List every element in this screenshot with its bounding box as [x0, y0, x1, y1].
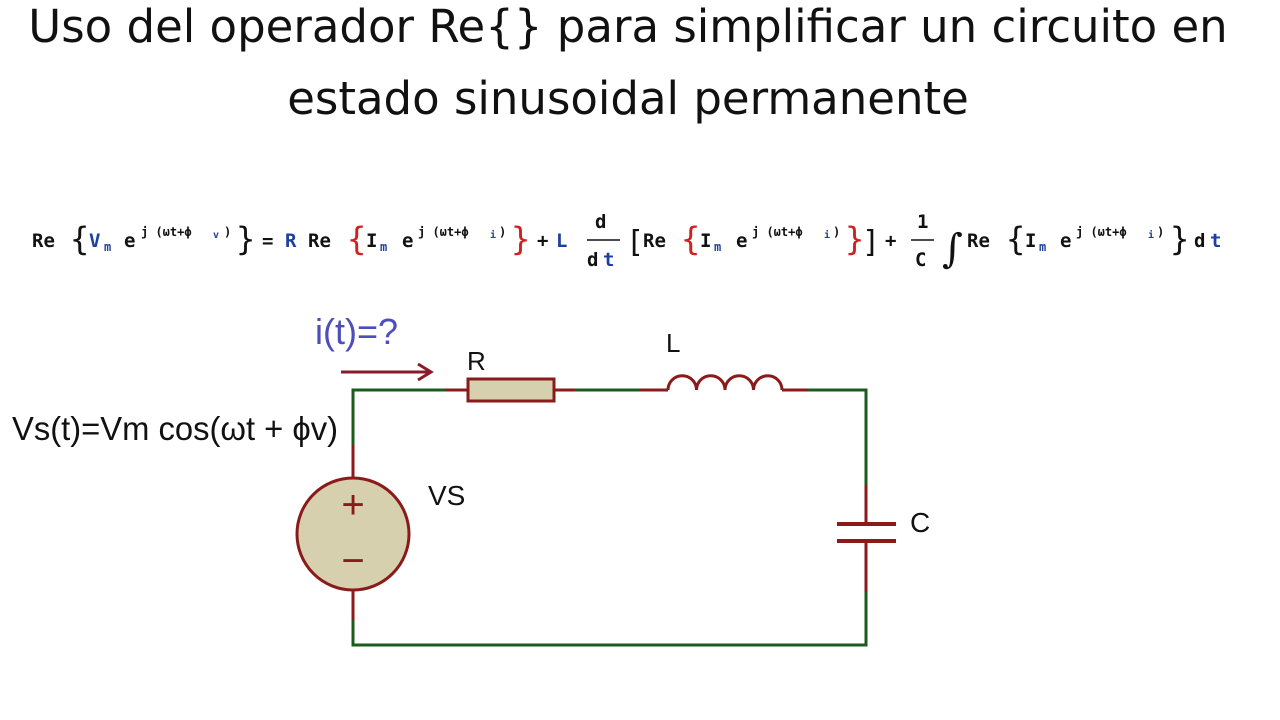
equation: Re { V m e j (ωt+ϕ v ) } = R Re { I m e …: [32, 211, 1221, 272]
eq-brace-close-1: }: [236, 220, 255, 258]
eq-exp-close-4: ): [1157, 225, 1164, 239]
title-line-1: Uso del operador Re{} para simplificar u…: [28, 0, 1228, 53]
eq-exp-close-3: ): [833, 225, 840, 239]
eq-e-1: e: [124, 230, 135, 252]
eq-vm-sub: m: [104, 240, 111, 254]
eq-re-2: Re: [308, 230, 331, 252]
circuit-diagram: + − i(t)=? R L C VS Vs(t)=Vm cos(ωt + ϕv…: [12, 311, 930, 647]
resistor: [466, 377, 556, 403]
eq-exp-v: j (ωt+ϕ: [141, 225, 192, 239]
eq-im-3: I: [1025, 230, 1036, 252]
eq-d-numerator: d: [595, 211, 606, 233]
eq-integral: ∫: [942, 226, 963, 272]
eq-brace-close-2: }: [511, 220, 530, 258]
eq-bracket-close: ]: [862, 225, 880, 260]
eq-equals: =: [262, 230, 273, 252]
eq-exp-close-1: ): [224, 225, 231, 239]
source-equation: Vs(t)=Vm cos(ωt + ϕv): [12, 410, 338, 447]
source-plus-sign: +: [341, 483, 364, 527]
eq-dt-t: t: [603, 249, 614, 271]
eq-im-sub-1: m: [380, 240, 387, 254]
eq-plus-1: +: [537, 230, 548, 252]
capacitor-label: C: [910, 507, 930, 538]
eq-re-4: Re: [967, 230, 990, 252]
eq-brace-close-3: }: [845, 220, 864, 258]
eq-exp-i-3: j (ωt+ϕ: [1076, 225, 1127, 239]
eq-brace-open-2: {: [347, 220, 366, 258]
eq-brace-open-3: {: [681, 220, 700, 258]
eq-r: R: [285, 230, 297, 252]
eq-bracket-open: [: [626, 225, 644, 260]
eq-brace-open-1: {: [70, 220, 89, 258]
eq-brace-open-4: {: [1006, 220, 1025, 258]
current-arrow: [341, 362, 434, 382]
eq-exp-i-sub-3: i: [1148, 229, 1154, 241]
eq-dt-final-d: d: [1194, 230, 1205, 252]
eq-re-3: Re: [643, 230, 666, 252]
eq-e-2: e: [402, 230, 413, 252]
eq-vm: V: [89, 230, 100, 252]
title-line-2: estado sinusoidal permanente: [287, 72, 969, 125]
eq-exp-i-sub-1: i: [490, 229, 496, 241]
eq-e-3: e: [736, 230, 747, 252]
eq-exp-v-sub: v: [213, 230, 219, 241]
source-minus-sign: −: [341, 539, 364, 583]
eq-re-1: Re: [32, 230, 55, 252]
eq-e-4: e: [1060, 230, 1071, 252]
voltage-source: [295, 476, 411, 592]
eq-im-sub-2: m: [714, 240, 721, 254]
eq-im-1: I: [366, 230, 377, 252]
eq-im-2: I: [700, 230, 711, 252]
inductor: [666, 374, 784, 391]
eq-exp-i-2: j (ωt+ϕ: [752, 225, 803, 239]
eq-exp-close-2: ): [499, 225, 506, 239]
eq-c: C: [915, 249, 926, 271]
eq-im-sub-3: m: [1039, 240, 1046, 254]
capacitor: [837, 522, 896, 543]
eq-l: L: [556, 230, 567, 252]
eq-one: 1: [917, 211, 928, 233]
eq-exp-i-1: j (ωt+ϕ: [418, 225, 469, 239]
inductor-label: L: [666, 328, 680, 358]
eq-dt-final-t: t: [1210, 230, 1221, 252]
current-label: i(t)=?: [315, 311, 398, 352]
eq-plus-2: +: [885, 230, 896, 252]
resistor-label: R: [467, 346, 486, 376]
eq-dt-d: d: [587, 249, 598, 271]
source-label: VS: [428, 480, 465, 511]
eq-exp-i-sub-2: i: [824, 229, 830, 241]
eq-brace-close-4: }: [1170, 220, 1189, 258]
